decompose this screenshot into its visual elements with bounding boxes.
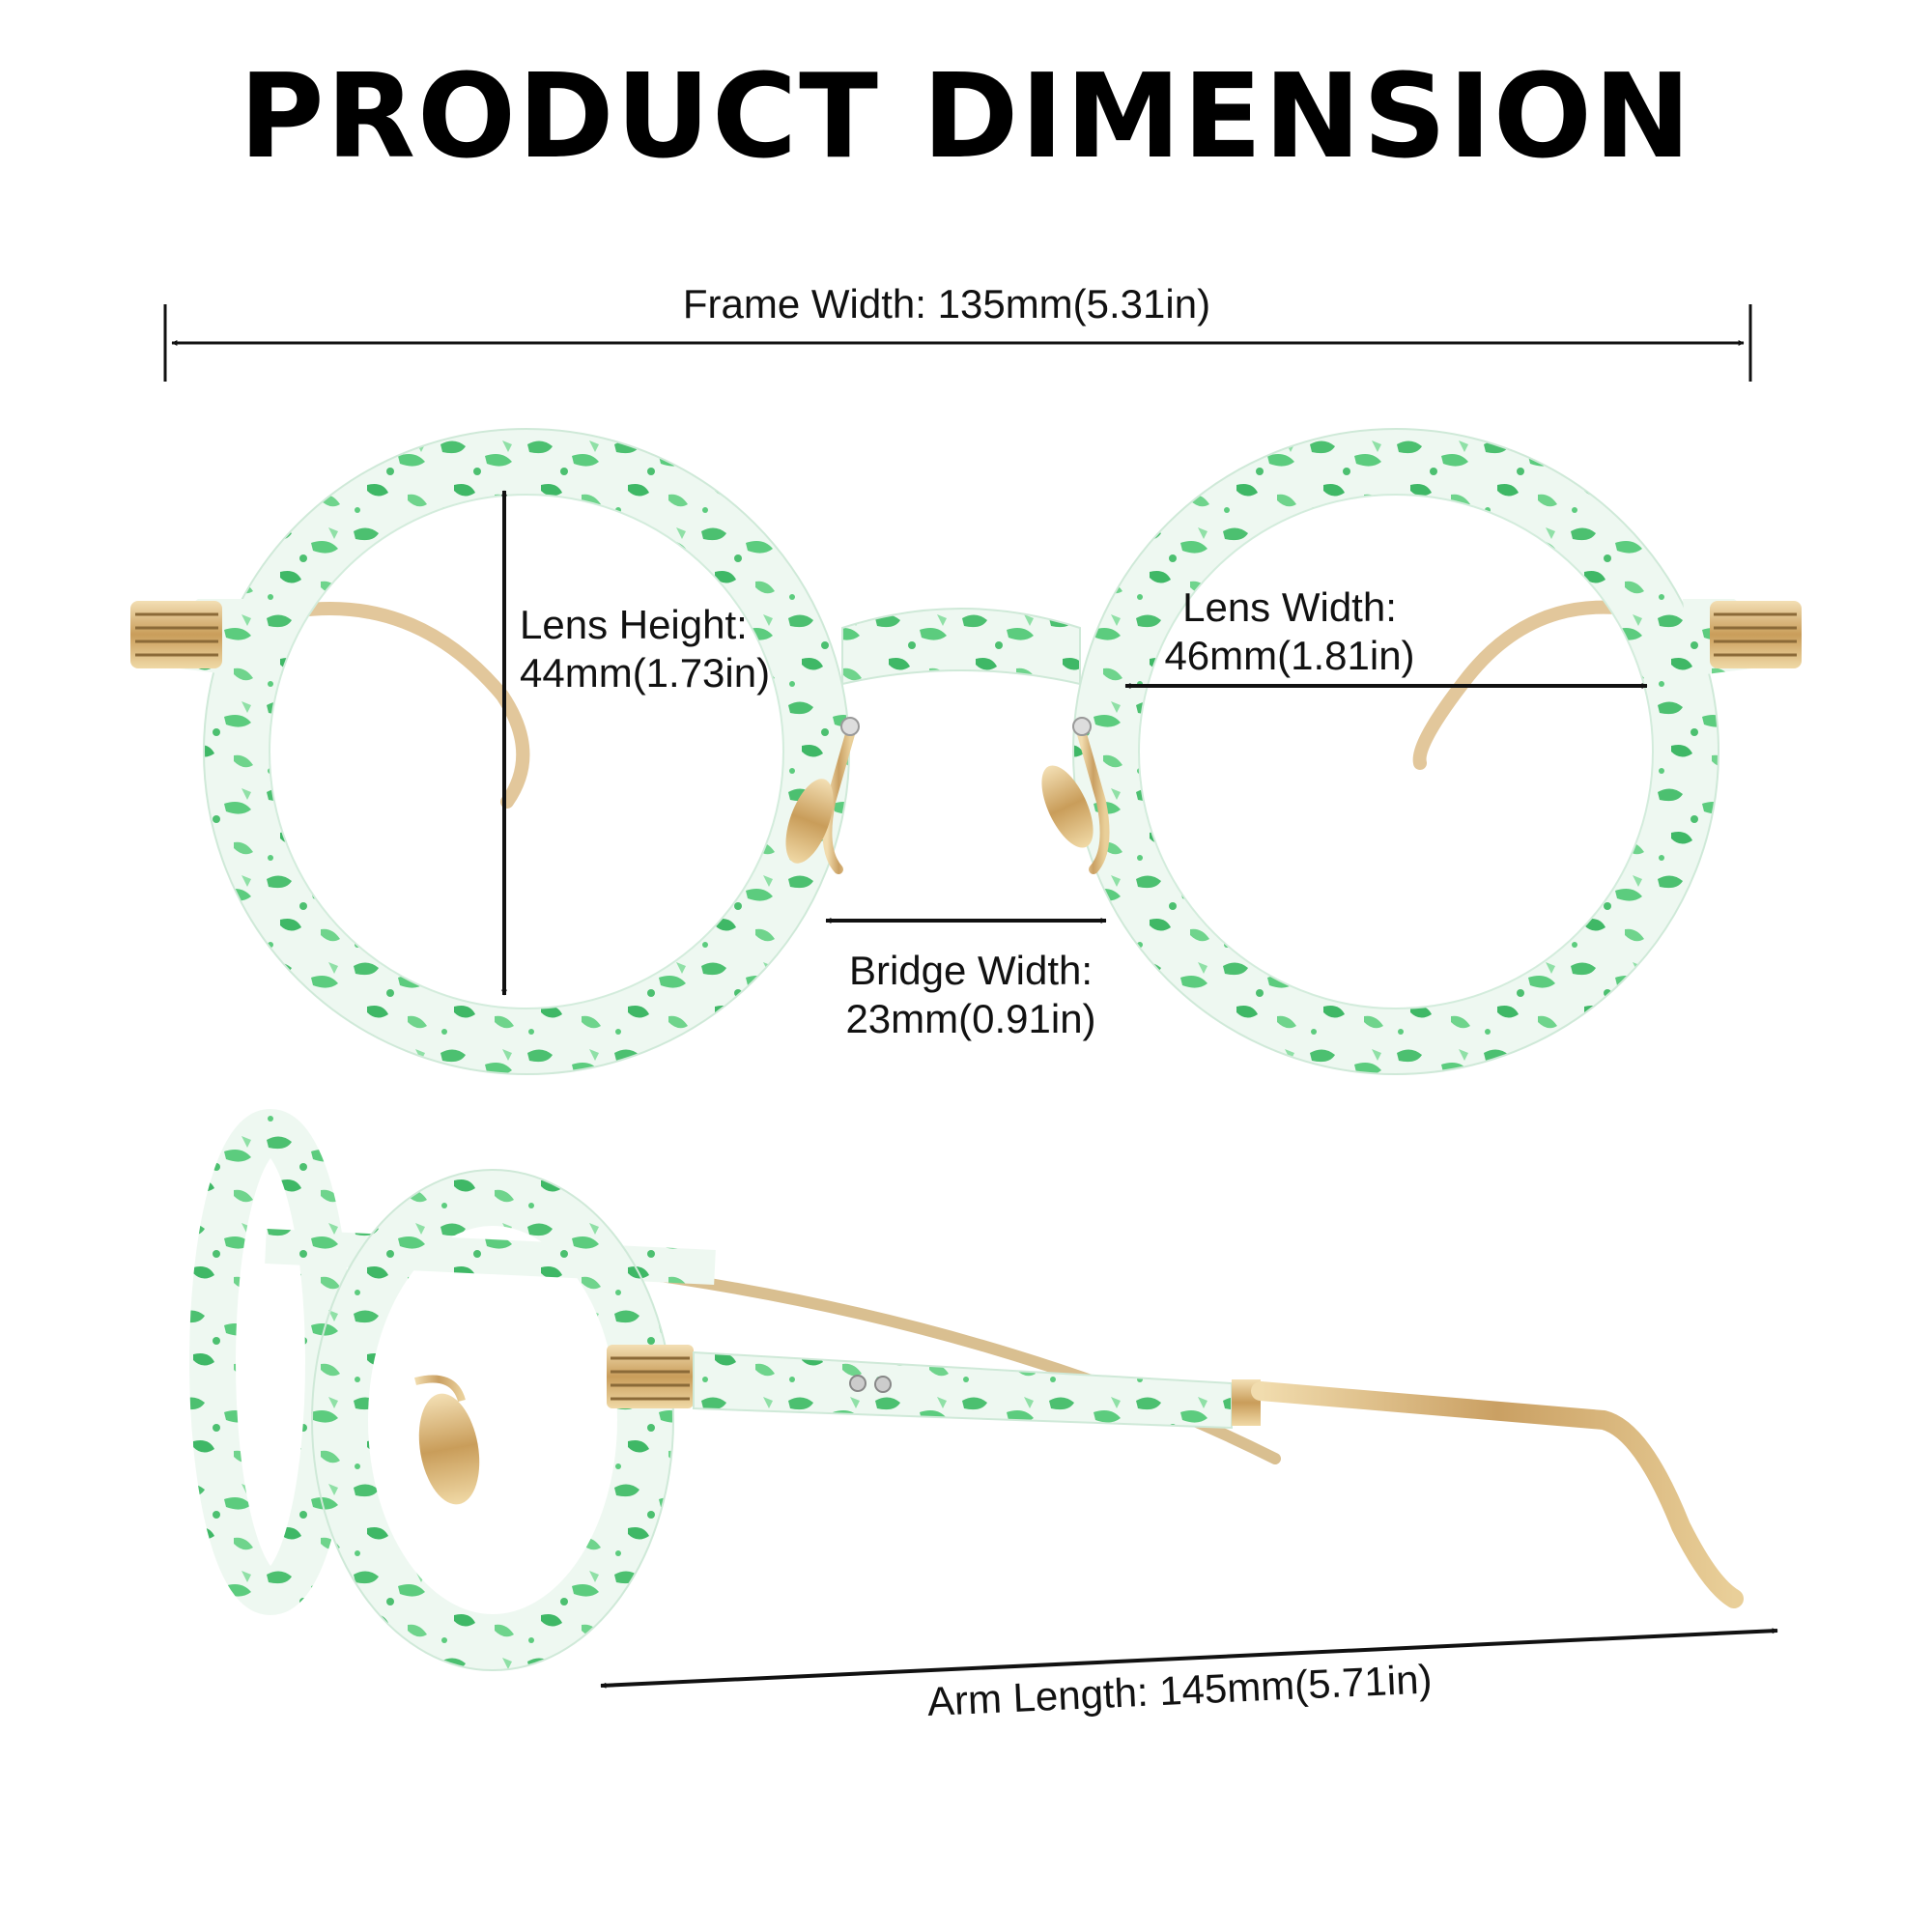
bridge-width-value: 23mm(0.91in) bbox=[845, 996, 1096, 1041]
right-hinge bbox=[1710, 601, 1802, 668]
lens-height-label: Lens Height: 44mm(1.73in) bbox=[520, 601, 770, 697]
lens-height-title: Lens Height: bbox=[520, 602, 748, 647]
nose-bridge bbox=[841, 608, 1081, 686]
right-rim-inner-outline bbox=[1138, 494, 1654, 1009]
frame-width-arrow bbox=[163, 304, 1752, 382]
side-view-glasses bbox=[189, 1109, 1744, 1671]
temple-rivet-2 bbox=[874, 1376, 892, 1393]
right-lens-rim bbox=[1073, 429, 1719, 1074]
front-view-glasses bbox=[130, 428, 1802, 1075]
arm-length-arrow bbox=[600, 1628, 1778, 1689]
temple-rivet-1 bbox=[849, 1375, 867, 1392]
page-title: PRODUCT DIMENSION bbox=[239, 50, 1693, 185]
lens-width-title: Lens Width: bbox=[1182, 584, 1397, 630]
side-pad-arm bbox=[414, 1375, 466, 1403]
left-nose-pad bbox=[785, 717, 860, 874]
far-temple-acetate bbox=[265, 1229, 716, 1285]
left-lens-rim bbox=[204, 429, 849, 1074]
side-hinge bbox=[607, 1345, 694, 1408]
lens-width-label: Lens Width: 46mm(1.81in) bbox=[1140, 583, 1439, 680]
near-rim-outline bbox=[311, 1169, 674, 1671]
bridge-width-label: Bridge Width: 23mm(0.91in) bbox=[792, 947, 1150, 1043]
near-lens-rim bbox=[312, 1170, 673, 1670]
far-lens-rim bbox=[189, 1109, 352, 1615]
side-nose-pad bbox=[418, 1393, 480, 1505]
near-temple-arm bbox=[1251, 1381, 1744, 1608]
left-rim-inner-outline bbox=[269, 494, 784, 1009]
left-hinge bbox=[130, 601, 222, 668]
temple-acetate-sleeve bbox=[693, 1350, 1233, 1430]
bridge-width-title: Bridge Width: bbox=[848, 948, 1094, 993]
frame-width-label: Frame Width: 135mm(5.31in) bbox=[682, 281, 1211, 327]
left-temple-arm-back bbox=[254, 602, 530, 809]
right-rim-outline bbox=[1072, 428, 1719, 1075]
right-nose-pad bbox=[1041, 717, 1110, 874]
lens-width-value: 46mm(1.81in) bbox=[1164, 633, 1415, 678]
lens-height-value: 44mm(1.73in) bbox=[520, 650, 771, 696]
